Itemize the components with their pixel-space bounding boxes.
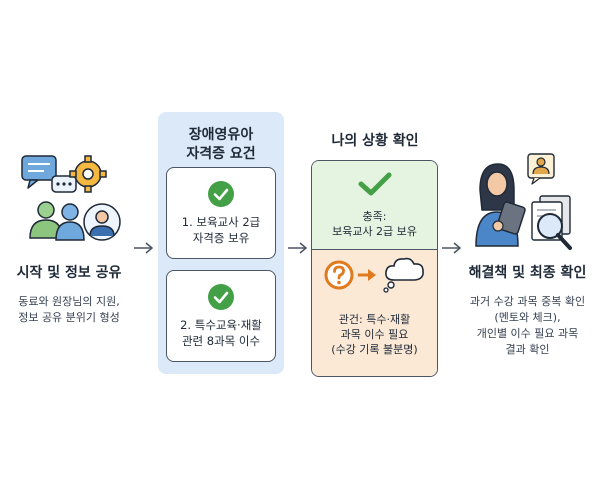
arrow-right-icon [442, 242, 462, 254]
met-line1: 충족: [362, 210, 387, 223]
step4-illustration [470, 150, 580, 260]
step4-desc-line4: 결과 확인 [505, 343, 550, 356]
issue-section: 관건: 특수·재활 과목 이수 필요 (수강 기록 불분명) [312, 250, 437, 376]
requirement-card-1: 1. 보육교사 2급 자격증 보유 [166, 167, 276, 259]
issue-line1: 관건: 특수·재활 [338, 313, 411, 326]
person-tablet-document-search-icon [475, 153, 572, 250]
thought-cloud-icon [383, 257, 424, 293]
people-chat-gear-icon [21, 155, 121, 241]
step1-desc-line2: 정보 공유 분위기 형성 [18, 311, 120, 324]
step4-title: 해결책 및 최종 확인 [468, 265, 587, 281]
step1-desc-line1: 동료와 원장님의 지원, [18, 295, 120, 308]
arrow-right-icon [358, 269, 376, 281]
arrow-right-icon [288, 242, 308, 254]
req1-line2: 자격증 보유 [192, 231, 250, 245]
requirement-card-2: 2. 특수교육·재활 관련 8과목 이수 [166, 270, 276, 362]
step4-desc-line2: (멘토와 체크), [494, 311, 561, 324]
situation-box: 충족: 보육교사 2급 보유 관건: 특수·재활 과목 이수 필요 (수강 기록… [311, 160, 438, 377]
req1-line1: 1. 보육교사 2급 [181, 215, 261, 229]
check-circle-icon [208, 284, 234, 310]
issue-line2: 과목 이수 필요 [340, 328, 409, 341]
step2-title-line1: 장애영유아 [188, 127, 254, 143]
question-circle-icon [324, 260, 354, 290]
issue-line3: (수강 기록 불분명) [331, 343, 418, 356]
arrow-right-icon [134, 242, 154, 254]
step2-title-line2: 자격증 요건 [186, 146, 256, 162]
met-line2: 보육교사 2급 보유 [332, 225, 417, 238]
met-section: 충족: 보육교사 2급 보유 [312, 161, 437, 250]
step4-desc-line1: 과거 수강 과목 중복 확인 [469, 295, 586, 308]
step1-title: 시작 및 정보 공유 [16, 265, 122, 281]
step3-title: 나의 상황 확인 [331, 133, 419, 149]
step4-desc-line3: 개인별 이수 필요 과목 [476, 327, 579, 340]
check-circle-icon [208, 181, 234, 207]
req2-line1: 2. 특수교육·재활 [180, 318, 262, 332]
step1-illustration [18, 152, 128, 252]
req2-line2: 관련 8과목 이수 [181, 334, 261, 348]
check-mark-icon [358, 172, 392, 196]
